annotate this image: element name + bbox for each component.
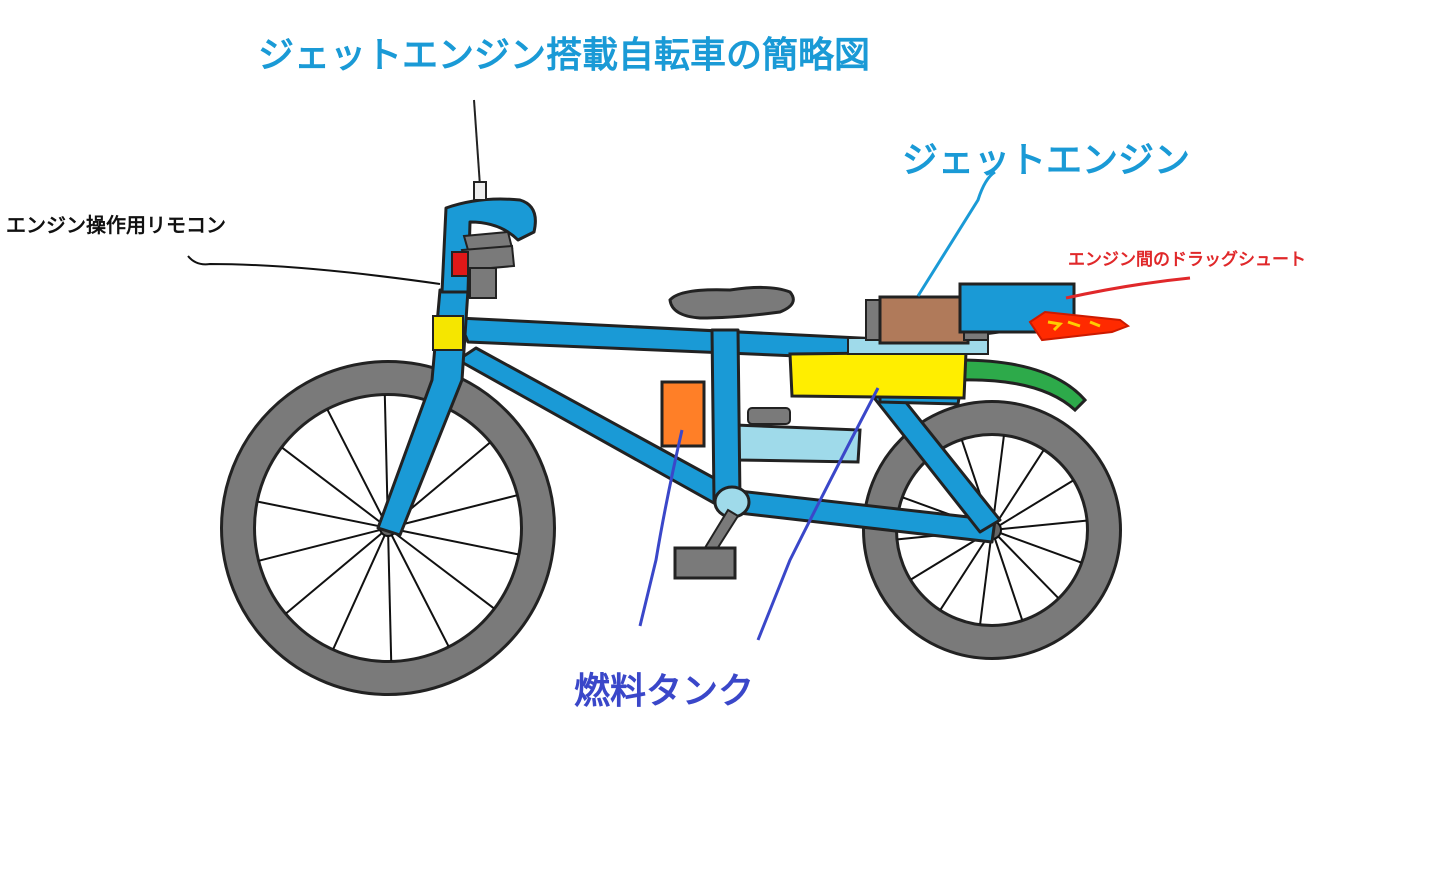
jet-engine-label: ジェットエンジン: [902, 131, 1190, 183]
fuel-tank-label: 燃料タンク: [574, 662, 754, 714]
wheel-spoke: [388, 528, 391, 661]
frame-bag: [662, 382, 704, 446]
wheel-spoke: [388, 528, 518, 554]
engine-leader-line: [918, 172, 995, 296]
wheel-spoke: [992, 530, 1081, 563]
wheel-spoke: [282, 448, 388, 528]
pedal: [675, 548, 735, 578]
wheel-spoke: [992, 530, 1022, 620]
wheel-spoke: [388, 528, 449, 646]
remote-label: エンジン操作用リモコン: [6, 209, 226, 238]
remote-leader-line: [188, 256, 440, 284]
antenna-wire: [474, 100, 480, 186]
wheel-spoke: [258, 502, 388, 528]
saddle: [670, 287, 793, 318]
wheel-spoke: [327, 410, 388, 528]
wheel-spoke: [992, 530, 1058, 598]
chute-leader-line: [1066, 278, 1190, 298]
wheel-spoke: [388, 528, 494, 608]
drag-chute-label: エンジン間のドラッグシュート: [1068, 245, 1306, 270]
diagram-title: ジェットエンジン搭載自転車の簡略図: [258, 26, 870, 78]
head-reflector: [433, 316, 463, 350]
lower-tank-cap: [748, 408, 790, 424]
antenna-base: [474, 182, 486, 200]
wheel-spoke: [333, 528, 388, 649]
